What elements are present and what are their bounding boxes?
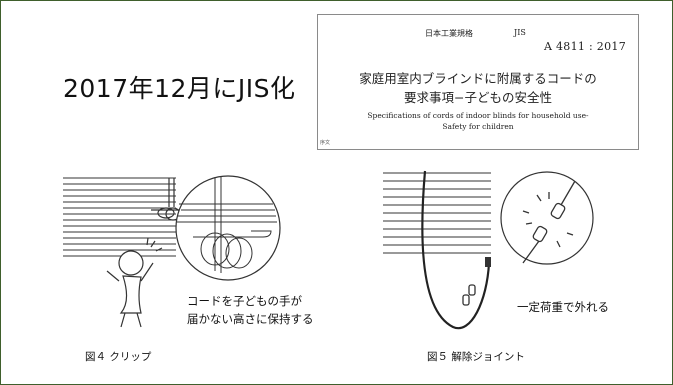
jis-title-line1: 家庭用室内ブラインドに附属するコードの [359,71,597,86]
jis-header: 日本工業規格 [425,29,473,38]
jis-english-title-line1: Specifications of cords of indoor blinds… [367,111,589,120]
jis-standard-cover: 日本工業規格 JIS A 4811 : 2017 家庭用室内ブラインドに附属する… [317,14,639,150]
child-figure [106,237,163,328]
figure4-note-line1: コードを子どもの手が [187,294,302,308]
jis-footer-text: 序文 [320,140,331,146]
breakaway-joint-small [462,284,476,306]
figure5-caption: 図５ 解除ジョイント [427,351,525,363]
figure5-note: 一定荷重で外れる [517,300,609,314]
blind-slats-right [383,172,491,254]
figure4-note: コードを子どもの手が 届かない高さに保持する [187,292,314,328]
joint-zoom-circle [500,171,594,265]
cord-joint-top [485,257,491,267]
figure4-note-line2: 届かない高さに保持する [187,312,314,326]
jis-number: A 4811 : 2017 [543,40,626,53]
clip-zoom-detail [177,177,277,273]
jis-title-line2: 要求事項−子どもの安全性 [404,90,552,105]
jis-abbreviation: JIS [514,28,526,37]
cord-loop [421,170,491,330]
figure4-caption: 図４ クリップ [85,351,152,363]
joint-zoom-detail [522,180,576,264]
slide-title: 2017年12月にJIS化 [63,74,296,103]
jis-english-title-line2: Safety for children [442,122,514,131]
blind-slats-left [63,177,176,257]
